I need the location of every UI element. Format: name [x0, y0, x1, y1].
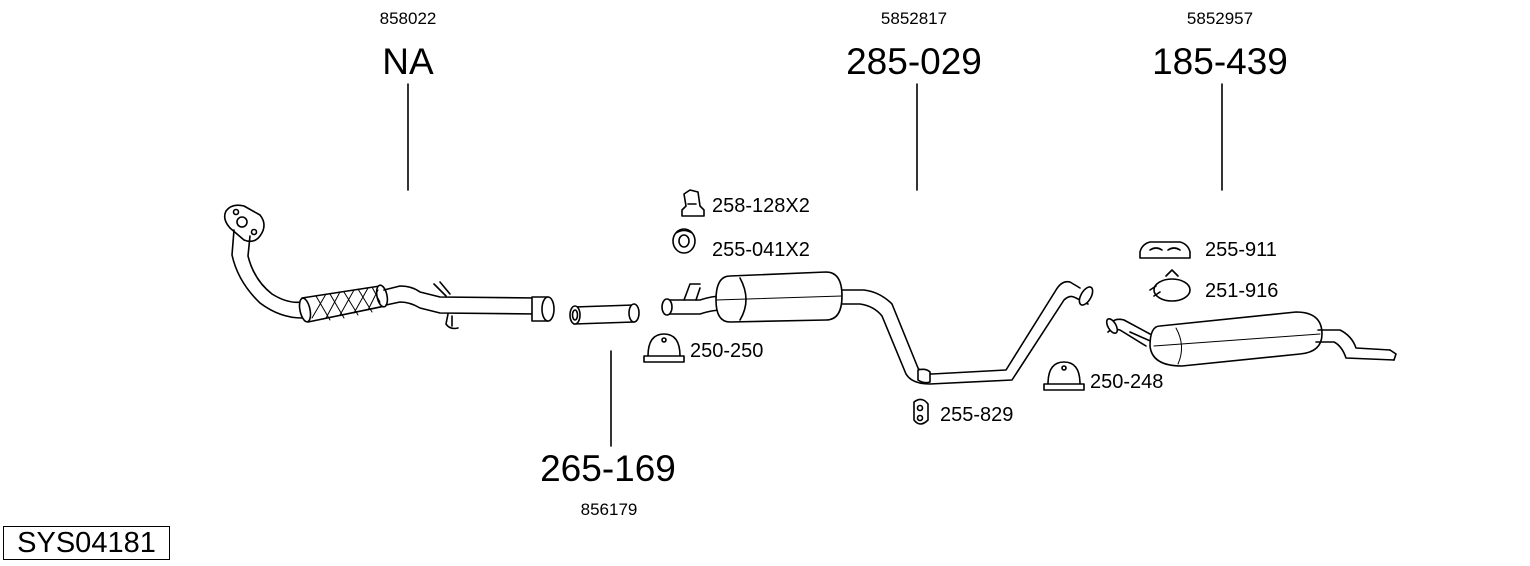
oe-number-rear-silencer: 5852957: [1186, 9, 1254, 28]
accessory-label-ring-clamp[interactable]: 251-916: [1205, 280, 1279, 302]
front-pipe-part[interactable]: [223, 204, 555, 330]
oe-number-connector-pipe: 856179: [580, 500, 638, 519]
rear-silencer-part[interactable]: [1105, 311, 1397, 367]
bracket-icon-258-128: [681, 189, 705, 217]
accessory-label-rubber-hanger[interactable]: 255-041X2: [712, 239, 810, 261]
accessory-label-mounting-bracket[interactable]: 255-911: [1205, 239, 1277, 261]
system-code-box: SYS04181: [3, 526, 170, 560]
accessory-label-clamp-front[interactable]: 250-250: [690, 340, 764, 362]
oe-number-front-pipe: 858022: [379, 9, 437, 28]
mounting-bracket-icon-255-911: [1139, 241, 1191, 259]
clamp-icon-250-248: [1043, 361, 1085, 391]
clamp-icon-250-250: [643, 333, 685, 363]
oe-number-middle-silencer: 5852817: [880, 9, 948, 28]
middle-silencer-part[interactable]: [661, 271, 1095, 385]
accessory-label-clamp-rear[interactable]: 250-248: [1090, 371, 1164, 393]
part-number-connector-pipe[interactable]: 265-169: [540, 448, 676, 489]
part-number-front-pipe[interactable]: NA: [382, 41, 434, 82]
connector-pipe-part[interactable]: [569, 303, 640, 325]
rubber-hanger-icon-255-829: [913, 398, 929, 425]
part-number-rear-silencer[interactable]: 185-439: [1152, 41, 1288, 82]
rubber-hanger-icon-255-041: [672, 228, 696, 254]
ring-clamp-icon-251-916: [1149, 269, 1191, 302]
part-number-middle-silencer[interactable]: 285-029: [846, 41, 982, 82]
accessory-label-bracket[interactable]: 258-128X2: [712, 195, 810, 217]
accessory-label-rubber-hanger-middle[interactable]: 255-829: [940, 404, 1014, 426]
